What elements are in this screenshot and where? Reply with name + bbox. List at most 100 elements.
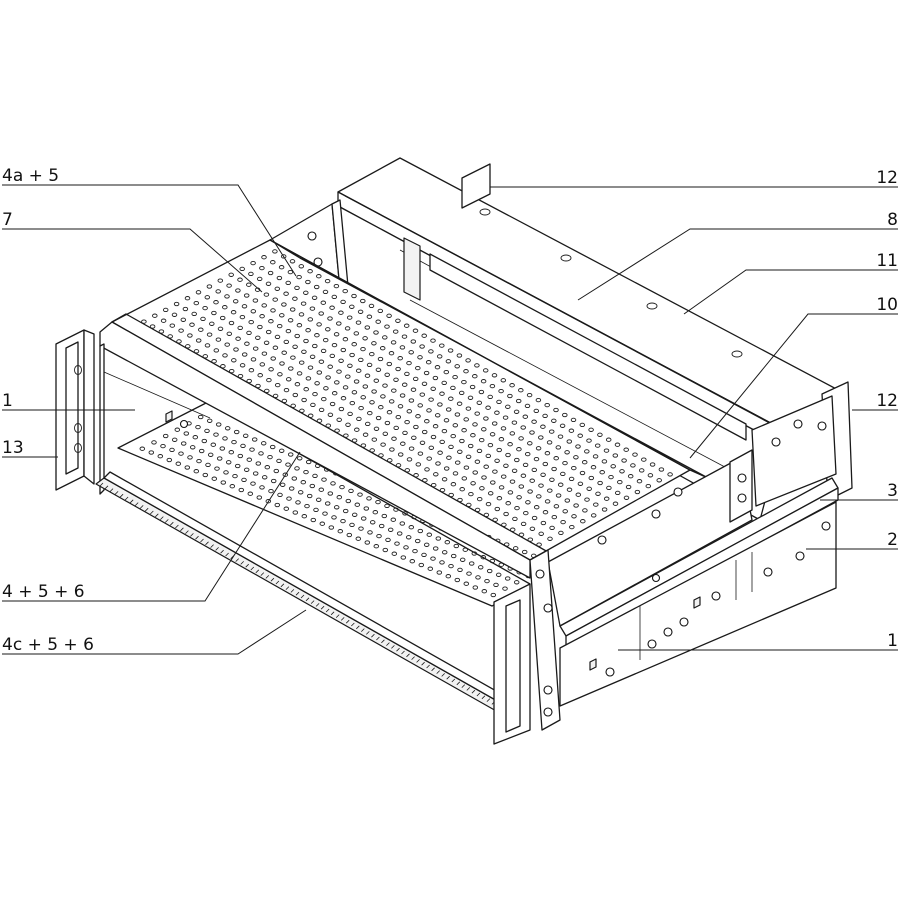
perforation-hole xyxy=(167,334,173,339)
perforation-hole xyxy=(419,344,425,349)
perforation-hole xyxy=(476,496,483,502)
perforation-hole xyxy=(300,480,307,485)
rail-tooth xyxy=(381,639,385,644)
perforation-hole xyxy=(274,286,281,291)
perforation-hole xyxy=(285,280,291,286)
perforation-hole xyxy=(314,333,320,338)
perforation-hole xyxy=(632,452,638,457)
perforation-hole xyxy=(318,487,325,492)
perforation-hole xyxy=(419,392,426,397)
perforation-hole xyxy=(369,448,375,453)
perforation-hole xyxy=(298,312,305,317)
perforation-hole xyxy=(311,295,318,300)
perforation-hole xyxy=(487,491,494,496)
perforation-hole xyxy=(415,414,421,419)
perforation-hole xyxy=(196,458,202,464)
rail-tooth xyxy=(431,667,435,672)
perforation-hole xyxy=(182,306,189,312)
perforation-hole xyxy=(327,491,334,496)
perforation-hole xyxy=(430,434,437,440)
perforation-hole xyxy=(344,326,351,331)
perforation-hole xyxy=(514,457,520,463)
perforation-hole xyxy=(481,589,488,594)
perforation-hole xyxy=(246,330,252,336)
perforation-hole xyxy=(450,553,457,559)
perforation-hole xyxy=(232,299,239,304)
perforation-hole xyxy=(362,432,369,437)
perforation-hole xyxy=(333,283,340,289)
rail-tooth xyxy=(481,695,486,700)
perforation-hole xyxy=(382,383,388,388)
perforation-hole xyxy=(422,478,428,483)
perforation-hole xyxy=(423,370,430,376)
perforation-hole xyxy=(204,343,211,348)
perforation-hole xyxy=(649,462,656,467)
perforation-hole xyxy=(373,330,379,335)
perforation-hole xyxy=(297,490,304,495)
perforation-hole xyxy=(351,342,357,347)
perforation-hole xyxy=(213,348,220,353)
perforation-hole xyxy=(261,351,268,356)
perforation-hole xyxy=(364,373,371,378)
perforation-hole xyxy=(337,529,344,534)
perforation-hole xyxy=(375,499,381,505)
perforation-hole xyxy=(211,310,217,316)
perforation-hole xyxy=(259,265,265,271)
rail-tooth xyxy=(180,527,184,532)
perforation-hole xyxy=(408,350,414,355)
perforation-hole xyxy=(225,460,232,465)
perforation-hole xyxy=(630,463,636,468)
perforation-hole xyxy=(285,377,292,382)
perforation-hole xyxy=(507,442,513,447)
perforation-hole xyxy=(389,447,395,452)
perforation-hole xyxy=(485,501,492,507)
perforation-hole xyxy=(276,458,282,464)
perforation-hole xyxy=(512,516,518,522)
perforation-hole xyxy=(412,376,419,382)
perforation-hole xyxy=(549,525,555,531)
perforation-hole xyxy=(466,571,472,576)
perforation-hole xyxy=(564,450,570,455)
perforation-hole xyxy=(491,421,498,426)
perforation-hole xyxy=(417,403,423,408)
perforation-hole xyxy=(338,406,345,412)
perforation-hole xyxy=(476,400,483,405)
perforation-hole xyxy=(345,422,351,427)
perforation-hole xyxy=(206,418,213,423)
perforation-hole xyxy=(329,353,336,359)
perforation-hole xyxy=(283,506,290,511)
perforation-hole xyxy=(377,308,384,314)
perforation-hole xyxy=(634,489,641,495)
perforation-hole xyxy=(239,314,246,320)
perforation-hole xyxy=(463,465,470,470)
perforation-hole xyxy=(450,385,456,391)
perforation-hole xyxy=(450,433,456,439)
perforation-hole xyxy=(272,345,279,350)
perforation-hole xyxy=(224,426,231,431)
perforation-hole xyxy=(305,328,311,333)
rail-tooth xyxy=(325,608,330,613)
perforation-hole xyxy=(582,508,588,513)
perforation-hole xyxy=(388,399,395,404)
perforation-hole xyxy=(331,294,338,300)
perforation-hole xyxy=(356,416,362,422)
perforation-hole xyxy=(149,324,156,329)
perforation-hole xyxy=(533,505,540,510)
perforation-hole xyxy=(410,387,417,392)
perforation-hole xyxy=(531,419,537,424)
perforation-hole xyxy=(343,433,349,438)
perforation-hole xyxy=(355,320,362,325)
perforation-hole xyxy=(467,443,474,449)
perforation-hole xyxy=(281,398,288,404)
perforation-hole xyxy=(342,385,349,390)
rail-tooth xyxy=(265,575,270,579)
perforation-hole xyxy=(454,412,461,417)
perforation-hole xyxy=(579,422,586,428)
perforation-hole xyxy=(623,495,630,500)
perforation-hole xyxy=(444,540,451,545)
perforation-hole xyxy=(397,356,403,361)
perforation-hole xyxy=(405,535,412,540)
rail-tooth xyxy=(220,549,224,554)
perforation-hole xyxy=(465,406,472,411)
rail-tooth xyxy=(411,656,415,660)
